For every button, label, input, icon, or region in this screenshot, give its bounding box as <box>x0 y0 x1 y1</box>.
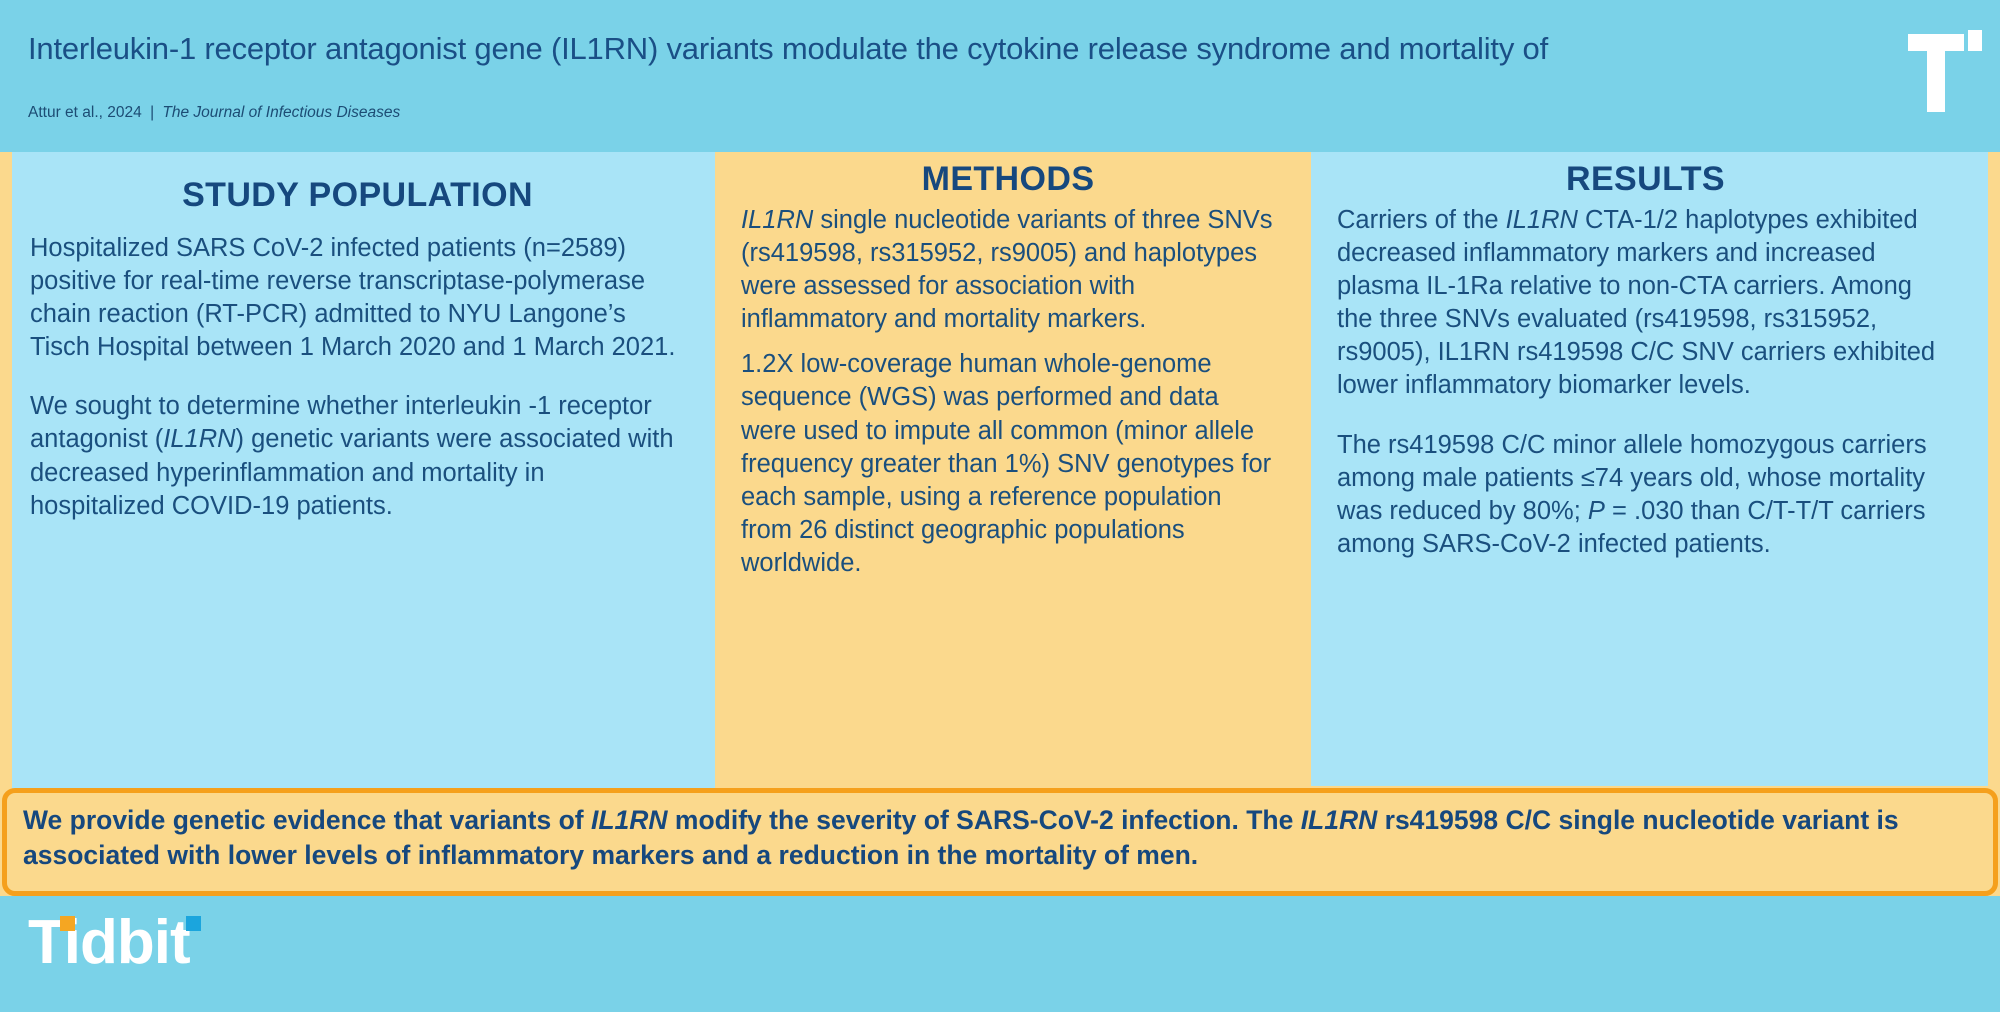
page-title: Interleukin-1 receptor antagonist gene (… <box>28 31 1548 66</box>
tidbit-logo-blue-dot-icon <box>186 916 201 931</box>
content-columns: STUDY POPULATION Hospitalized SARS CoV-2… <box>0 152 2000 786</box>
tidbit-t-logo-icon <box>1908 16 1982 112</box>
study-population-paragraph-1: Hospitalized SARS CoV-2 infected patient… <box>30 233 676 362</box>
heading-study-population: STUDY POPULATION <box>182 176 533 214</box>
t-logo-stem <box>1927 34 1945 112</box>
tidbit-brand-logo: Tidbit <box>28 912 201 974</box>
conclusion-wrap: We provide genetic evidence that variant… <box>0 786 2000 896</box>
methods-paragraph-2: 1.2X low-coverage human whole-genome seq… <box>741 350 1272 578</box>
conclusion-box: We provide genetic evidence that variant… <box>2 788 1998 896</box>
conclusion-text: We provide genetic evidence that variant… <box>23 805 1899 870</box>
column-methods: METHODS IL1RN single nucleotide variants… <box>715 152 1311 786</box>
tidbit-wordmark: Tidbit <box>28 912 201 974</box>
heading-results: RESULTS <box>1566 160 1725 198</box>
byline: Attur et al., 2024 | The Journal of Infe… <box>28 104 400 122</box>
right-edge-strip <box>1988 152 2000 786</box>
column-study-population: STUDY POPULATION Hospitalized SARS CoV-2… <box>12 152 715 786</box>
t-logo-dot <box>1968 30 1982 51</box>
byline-journal: The Journal of Infectious Diseases <box>162 104 401 121</box>
methods-paragraph-1: IL1RN single nucleotide variants of thre… <box>741 205 1273 334</box>
tidbit-logo-orange-dot-icon <box>60 916 75 931</box>
results-paragraph-2: The rs419598 C/C minor allele homozygous… <box>1337 430 1927 558</box>
results-paragraph-1: Carriers of the IL1RN CTA-1/2 haplotypes… <box>1337 205 1936 400</box>
heading-methods: METHODS <box>921 160 1095 198</box>
left-edge-strip <box>0 152 12 786</box>
poster-footer: Tidbit <box>0 896 2000 1012</box>
byline-separator: | <box>150 104 155 121</box>
poster-header: Interleukin-1 receptor antagonist gene (… <box>0 0 2000 152</box>
byline-authors: Attur et al., 2024 <box>28 104 142 121</box>
column-results: RESULTS Carriers of the IL1RN CTA-1/2 ha… <box>1311 152 1988 786</box>
study-population-paragraph-2: We sought to determine whether interleuk… <box>30 392 674 520</box>
